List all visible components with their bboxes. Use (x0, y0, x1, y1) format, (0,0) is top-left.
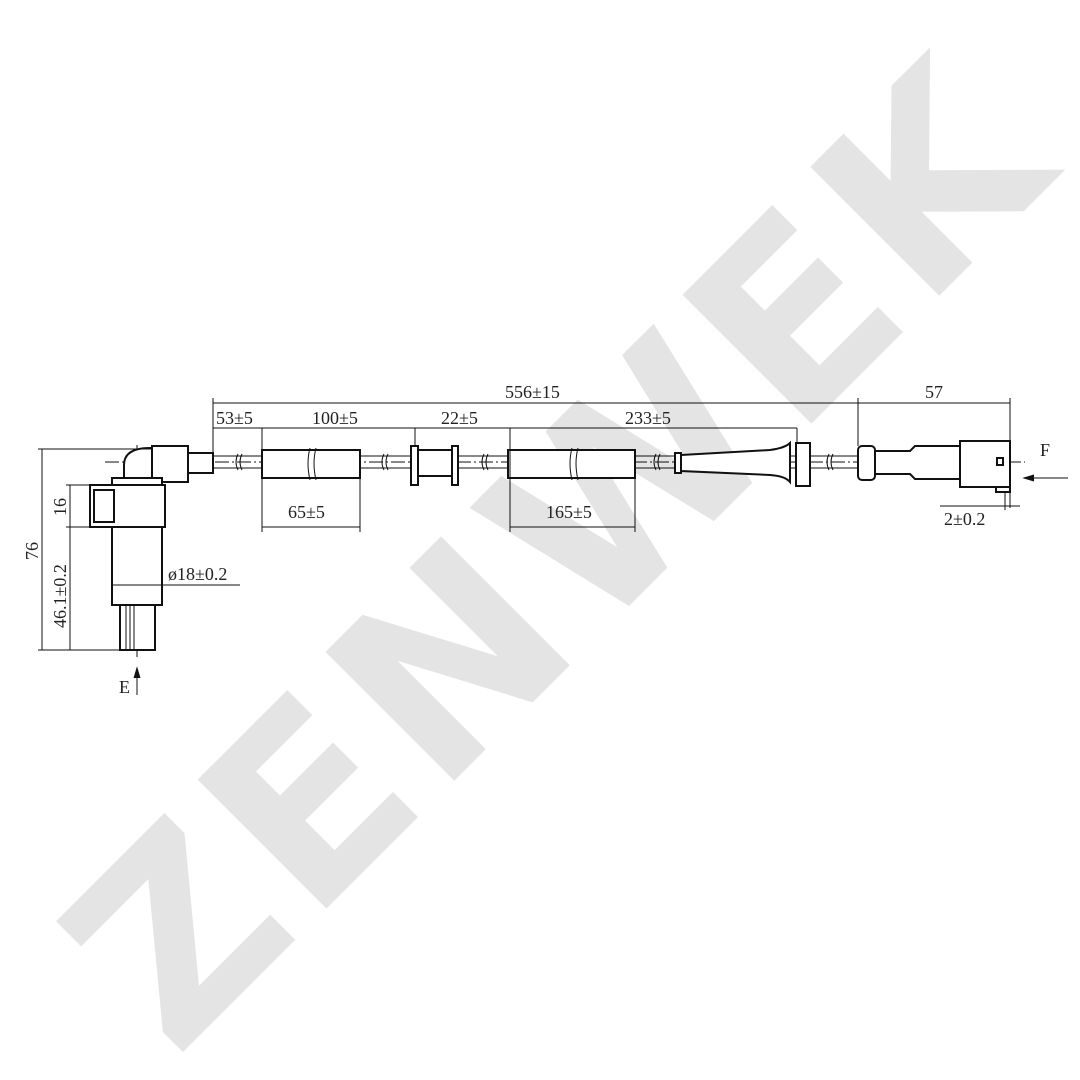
dim-sleeve-2: 165±5 (546, 502, 592, 522)
dim-overall-length: 556±15 (505, 382, 560, 402)
dim-seg-3: 22±5 (441, 408, 478, 428)
dim-sensor-body-height: 46.1±0.2 (50, 564, 70, 628)
dim-seg-2: 100±5 (312, 408, 358, 428)
abs-sensor (89, 445, 214, 651)
watermark-text: ZENWEK (11, 4, 1080, 1080)
dim-flange-height: 16 (50, 498, 70, 516)
dim-connector-offset: 2±0.2 (944, 509, 985, 529)
view-f-label: F (1040, 440, 1050, 460)
dim-sleeve-1: 65±5 (288, 502, 325, 522)
grommet (410, 445, 459, 486)
taper-boot (674, 440, 811, 487)
dim-seg-4: 233±5 (625, 408, 671, 428)
dim-sensor-diameter: ø18±0.2 (168, 564, 227, 584)
dim-sensor-height: 76 (22, 542, 42, 560)
watermark: ZENWEK (11, 4, 1080, 1080)
break-marks (235, 447, 834, 481)
sleeve-2 (507, 449, 636, 479)
view-e-label: E (119, 677, 130, 697)
dim-seg-1: 53±5 (216, 408, 253, 428)
sleeve-1 (261, 449, 361, 479)
connector (857, 440, 1011, 493)
dim-connector-length: 57 (925, 382, 943, 402)
dimension-lines (38, 398, 1068, 695)
